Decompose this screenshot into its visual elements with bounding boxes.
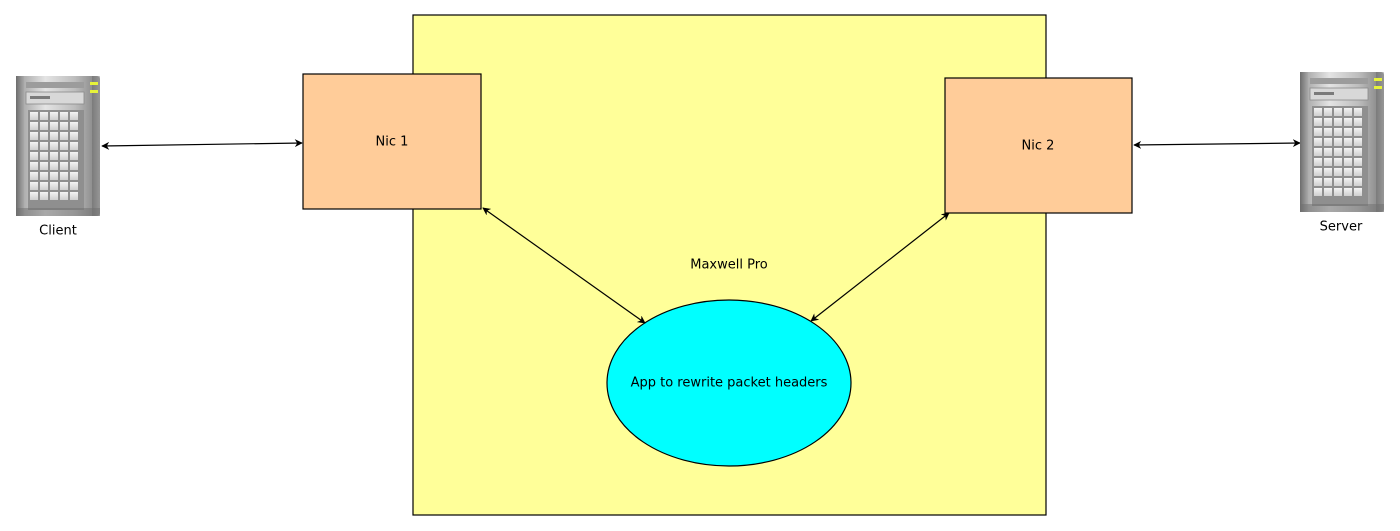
edge-client-nic1	[101, 139, 303, 150]
client-server-tower-icon	[16, 76, 100, 216]
server-tower-icon	[1300, 72, 1384, 212]
edge-nic2-server	[1133, 139, 1301, 149]
app-ellipse	[606, 299, 852, 467]
app-label: App to rewrite packet headers	[630, 375, 828, 391]
nic-2-label: Nic 2	[1021, 138, 1055, 154]
nic-1-box	[302, 73, 482, 210]
client-label: Client	[39, 223, 77, 239]
server-label: Server	[1319, 219, 1363, 235]
edge-nic2-app	[810, 212, 950, 322]
nic-2-box	[944, 77, 1133, 214]
nic-1-label: Nic 1	[375, 134, 409, 150]
edge-nic1-app	[482, 207, 646, 324]
maxwell-pro-label: Maxwell Pro	[690, 257, 768, 273]
